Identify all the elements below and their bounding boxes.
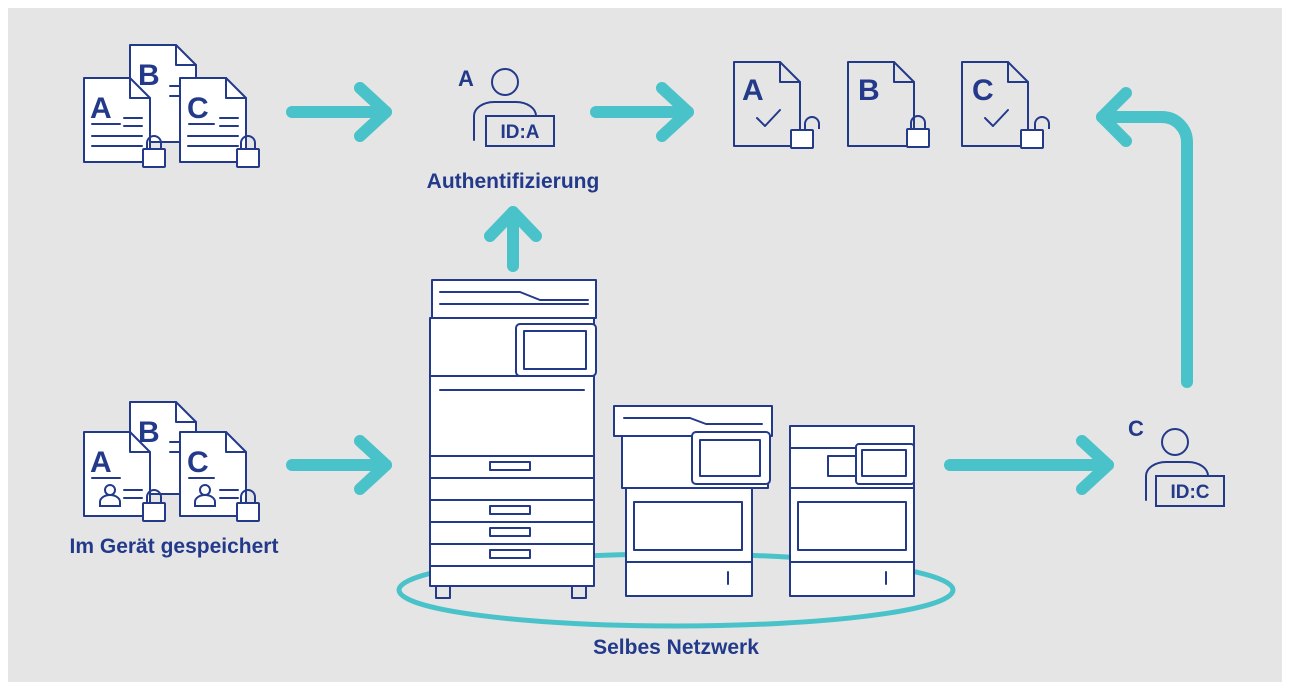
small-printer-icon bbox=[789, 425, 915, 597]
svg-text:C: C bbox=[972, 74, 994, 107]
document-c-icon: C bbox=[179, 77, 260, 168]
svg-text:ID:A: ID:A bbox=[500, 122, 539, 143]
svg-text:B: B bbox=[858, 74, 880, 107]
svg-text:ID:C: ID:C bbox=[1170, 482, 1209, 503]
user-a-icon: A ID:A bbox=[458, 66, 555, 147]
stored-document-c-icon: C bbox=[179, 431, 260, 522]
large-multifunction-printer-icon bbox=[429, 279, 597, 599]
arrow-user-c-to-results bbox=[1096, 87, 1193, 388]
authentication-label: Authentifizierung bbox=[427, 170, 600, 193]
result-document-b-locked-icon: B bbox=[847, 61, 930, 148]
svg-text:C: C bbox=[187, 446, 209, 479]
stored-document-a-icon: A bbox=[83, 431, 166, 522]
svg-text:A: A bbox=[90, 92, 112, 125]
svg-text:C: C bbox=[187, 92, 209, 125]
arrow-auth-to-results bbox=[590, 82, 694, 142]
result-document-a-unlocked-icon: A bbox=[733, 61, 820, 149]
document-a-icon: A bbox=[83, 77, 166, 168]
same-network-label: Selbes Netzwerk bbox=[593, 636, 759, 659]
svg-text:B: B bbox=[138, 416, 160, 449]
id-card-a bbox=[485, 115, 555, 147]
arrow-docs-to-auth bbox=[286, 82, 392, 142]
user-c-icon: C ID:C bbox=[1128, 416, 1225, 507]
svg-text:A: A bbox=[90, 446, 112, 479]
arrow-stored-docs-to-printers bbox=[286, 435, 392, 495]
stored-documents-group: B A C bbox=[83, 401, 260, 522]
arrow-printer-to-auth bbox=[484, 206, 542, 272]
id-card-c bbox=[1155, 475, 1225, 507]
result-document-c-unlocked-icon: C bbox=[961, 61, 1050, 149]
locked-documents-group: B A C bbox=[83, 44, 260, 168]
svg-text:C: C bbox=[1128, 416, 1144, 441]
arrow-printers-to-user-c bbox=[944, 435, 1114, 495]
svg-text:A: A bbox=[742, 74, 764, 107]
svg-text:A: A bbox=[458, 66, 474, 91]
medium-multifunction-printer-icon bbox=[613, 405, 773, 597]
stored-in-device-label: Im Gerät gespeichert bbox=[70, 535, 279, 558]
svg-text:B: B bbox=[138, 59, 160, 92]
